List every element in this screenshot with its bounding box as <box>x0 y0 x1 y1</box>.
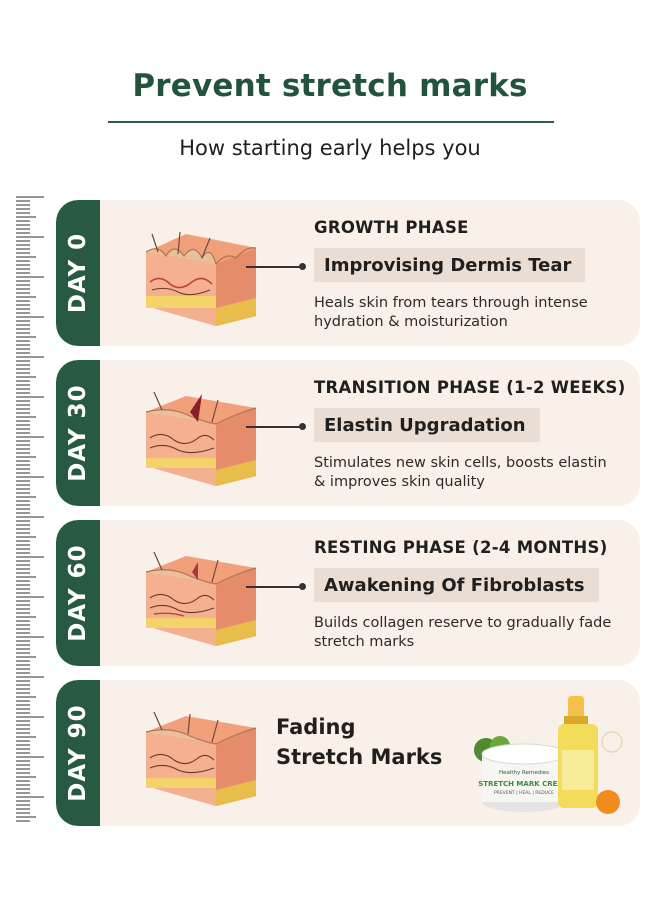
pointer-line <box>246 426 302 428</box>
result-line-1: Fading <box>276 715 356 739</box>
phase-description: Stimulates new skin cells, boosts elasti… <box>314 455 607 490</box>
skin-layer-icon <box>145 551 257 646</box>
phase-title: TRANSITION PHASE (1-2 WEEKS) <box>314 378 626 397</box>
day-label: DAY 60 <box>65 544 91 642</box>
product-jar: Healthy Remedies STRETCH MARK CREAM PREV… <box>478 743 570 812</box>
day-tab: DAY 90 <box>56 680 100 826</box>
timeline-card-day-90: DAY 90 Fading Stretch Marks Healthy Reme… <box>56 680 640 826</box>
result-text: Fading Stretch Marks <box>276 712 442 772</box>
pointer-line <box>246 266 302 268</box>
day-label: DAY 90 <box>65 704 91 802</box>
skin-layer-icon <box>145 391 257 486</box>
pointer-line <box>246 586 302 588</box>
day-tab: DAY 60 <box>56 520 100 666</box>
ruler-scale <box>16 196 50 824</box>
result-line-2: Stretch Marks <box>276 745 443 769</box>
phase-title: RESTING PHASE (2-4 MONTHS) <box>314 538 608 557</box>
page-subtitle: How starting early helps you <box>179 136 481 160</box>
orange-decoration <box>596 790 620 814</box>
day-tab: DAY 0 <box>56 200 100 346</box>
skin-layer-icon <box>145 711 257 806</box>
day-tab: DAY 30 <box>56 360 100 506</box>
timeline-card-day-30: DAY 30 TRANSITION PHASE (1-2 WEEKS) Elas… <box>56 360 640 506</box>
jar-brand: Healthy Remedies <box>499 770 549 776</box>
pointer-dot <box>299 263 306 270</box>
jar-sublabel: PREVENT | HEAL | REDUCE <box>494 790 554 796</box>
pointer-dot <box>299 423 306 430</box>
phase-description: Heals skin from tears through intense hy… <box>314 295 588 330</box>
phase-description: Builds collagen reserve to gradually fad… <box>314 615 612 650</box>
phase-highlight: Elastin Upgradation <box>314 408 540 442</box>
timeline-card-day-60: DAY 60 RESTING PHASE (2-4 MONTHS) Awaken… <box>56 520 640 666</box>
skin-layer-icon <box>145 231 257 326</box>
timeline-card-day-0: DAY 0 GROWTH PHASE Improvising Dermis Te… <box>56 200 640 346</box>
day-label: DAY 30 <box>65 384 91 482</box>
phase-highlight: Improvising Dermis Tear <box>314 248 586 282</box>
page-title: Prevent stretch marks <box>132 68 528 104</box>
day-label: DAY 0 <box>65 232 91 314</box>
title-divider <box>108 121 554 123</box>
jar-label: STRETCH MARK CREAM <box>478 780 570 788</box>
pointer-dot <box>299 583 306 590</box>
product-image: Healthy Remedies STRETCH MARK CREAM PREV… <box>474 696 623 814</box>
serum-bottle <box>558 696 598 808</box>
phase-highlight: Awakening Of Fibroblasts <box>314 568 599 602</box>
phase-title: GROWTH PHASE <box>314 218 469 237</box>
